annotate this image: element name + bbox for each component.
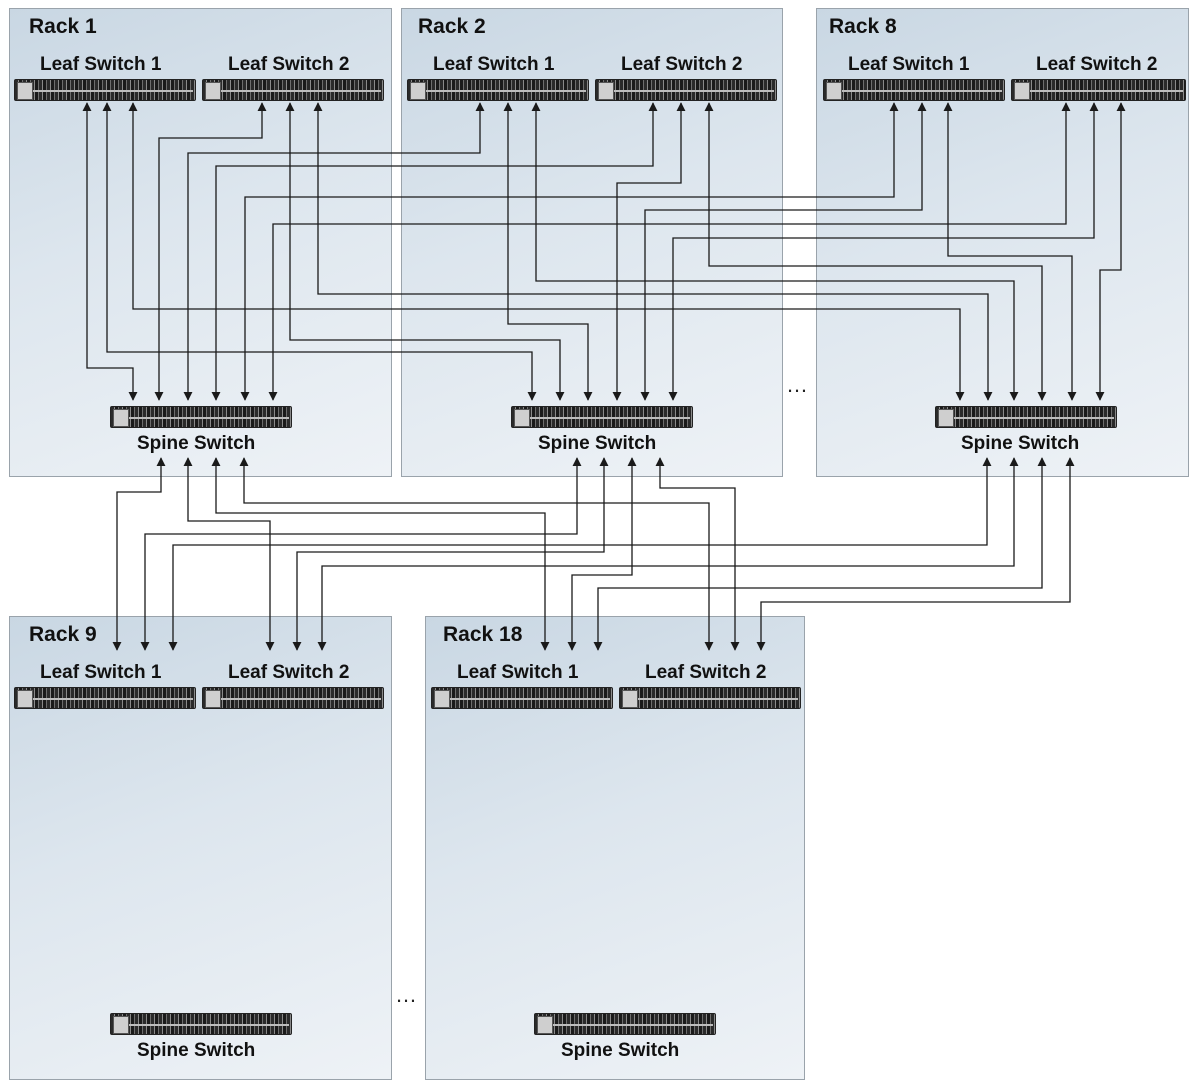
rack-title: Rack 9 (29, 623, 97, 646)
wire (82, 102, 138, 401)
leaf-switch-1 (407, 79, 589, 101)
wire (211, 457, 550, 651)
leaf-switch-2-label: Leaf Switch 2 (645, 662, 767, 683)
spine-switch (534, 1013, 716, 1035)
spine-switch-label: Spine Switch (137, 1040, 256, 1061)
wire (531, 102, 1019, 401)
spine-switch-label: Spine Switch (538, 433, 657, 454)
leaf-switch-2 (595, 79, 777, 101)
wire (239, 457, 714, 651)
wire (183, 457, 275, 651)
wire (240, 102, 899, 401)
spine-switch (935, 406, 1117, 428)
rack-9: Rack 9 Leaf Switch 1 Leaf Switch 2 Spine… (9, 616, 392, 1080)
wire (593, 457, 1047, 651)
wire (112, 457, 166, 651)
more-racks-ellipsis-bottom: … (395, 982, 418, 1007)
wire (503, 102, 593, 401)
leaf-switch-1 (431, 687, 613, 709)
leaf-switch-1-label: Leaf Switch 1 (457, 662, 579, 683)
wire (668, 102, 1099, 401)
wire (704, 102, 1047, 401)
leaf-switch-1 (823, 79, 1005, 101)
leaf-switch-2-label: Leaf Switch 2 (621, 54, 743, 75)
wire (756, 457, 1075, 651)
rack-title: Rack 1 (29, 15, 97, 38)
wire (168, 457, 992, 651)
wire (1095, 102, 1126, 401)
leaf-switch-1-label: Leaf Switch 1 (848, 54, 970, 75)
wire (154, 102, 267, 401)
wire (268, 102, 1071, 401)
wire (102, 102, 537, 401)
wire (655, 457, 740, 651)
wire (317, 457, 1019, 651)
wire (567, 457, 637, 651)
leaf-switch-2 (202, 687, 384, 709)
spine-switch (110, 1013, 292, 1035)
rack-title: Rack 8 (829, 15, 897, 38)
wire (140, 457, 582, 651)
wire (640, 102, 927, 401)
leaf-switch-2 (1011, 79, 1186, 101)
leaf-switch-2-label: Leaf Switch 2 (228, 662, 350, 683)
spine-switch-label: Spine Switch (961, 433, 1080, 454)
leaf-switch-1-label: Leaf Switch 1 (40, 662, 162, 683)
leaf-switch-2 (202, 79, 384, 101)
wire (612, 102, 686, 401)
wire (292, 457, 609, 651)
leaf-switch-1-label: Leaf Switch 1 (40, 54, 162, 75)
spine-switch (110, 406, 292, 428)
leaf-switch-1 (14, 79, 196, 101)
spine-switch-label: Spine Switch (561, 1040, 680, 1061)
wire (128, 102, 965, 401)
wire (285, 102, 565, 401)
leaf-switch-1 (14, 687, 196, 709)
rack-title: Rack 2 (418, 15, 486, 38)
leaf-switch-1-label: Leaf Switch 1 (433, 54, 555, 75)
leaf-switch-2-label: Leaf Switch 2 (228, 54, 350, 75)
spine-switch-label: Spine Switch (137, 433, 256, 454)
leaf-switch-2-label: Leaf Switch 2 (1036, 54, 1158, 75)
wire (183, 102, 485, 401)
spine-switch (511, 406, 693, 428)
wire (943, 102, 1077, 401)
leaf-switch-2 (619, 687, 801, 709)
